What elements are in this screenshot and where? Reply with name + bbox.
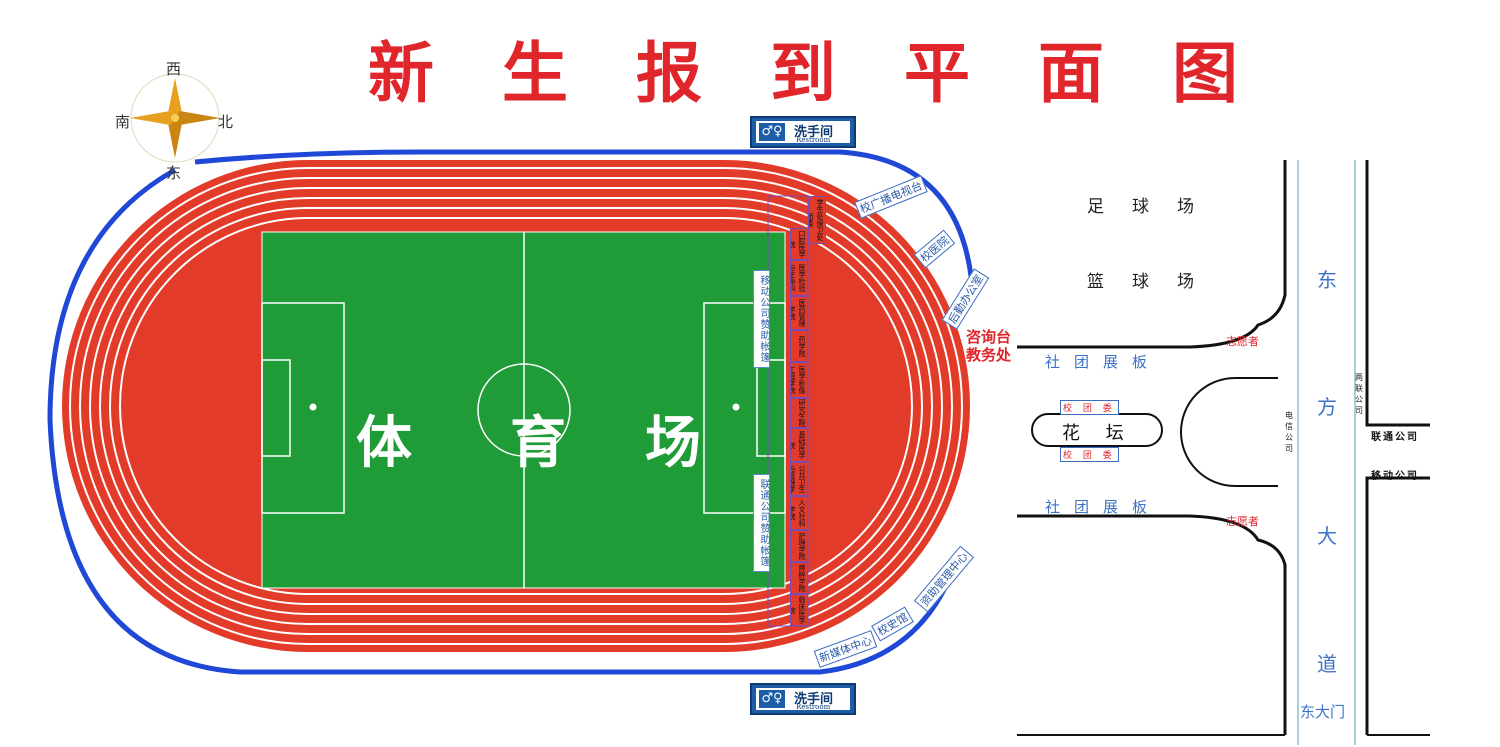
title-char: 新 bbox=[368, 34, 434, 112]
telecom-char: 信 bbox=[1285, 422, 1293, 431]
stall: 研究生院 bbox=[790, 398, 808, 428]
unicom-sponsor-tent: 联通公司赞助帐篷 bbox=[753, 474, 770, 572]
field-label-2: 育 bbox=[510, 411, 566, 476]
compass-east: 东 bbox=[166, 164, 182, 182]
restroom-icon: ♂♀ bbox=[759, 123, 785, 141]
compass-rose-icon bbox=[130, 73, 220, 163]
youth-league-bottom: 校 团 委 bbox=[1060, 447, 1119, 462]
road-char: 大 bbox=[1317, 524, 1337, 548]
football-field-label: 足球场 bbox=[1087, 197, 1222, 217]
youth-league-top: 校 团 委 bbox=[1060, 400, 1119, 415]
east-gate-label: 东大门 bbox=[1300, 703, 1346, 721]
title-char: 图 bbox=[1172, 34, 1238, 112]
flower-bed-label: 花 坛 bbox=[1062, 423, 1134, 444]
telecom-company-label: 电 信 公 司 bbox=[1284, 410, 1294, 454]
telecom-char: 电 bbox=[1285, 411, 1293, 420]
info-desk-label: 咨询台 bbox=[966, 328, 1012, 346]
restroom-top: ♂♀ 洗手间 Restroom bbox=[750, 116, 856, 148]
restroom-icon: ♂♀ bbox=[759, 690, 785, 708]
field-label-3: 场 bbox=[645, 411, 701, 476]
mobile-sponsor-tent: 移动公司赞助帐篷 bbox=[753, 270, 770, 368]
bank-char: 公 bbox=[1355, 395, 1363, 404]
telecom-char: 公 bbox=[1285, 433, 1293, 442]
stadium-outer-boundary-bottom bbox=[47, 167, 958, 675]
club-boards-bottom: 社团展板 bbox=[1045, 498, 1162, 516]
volunteer-top: 志愿者 bbox=[1226, 335, 1259, 348]
stall: 基础医学院 bbox=[790, 428, 808, 462]
compass-west: 西 bbox=[166, 60, 182, 78]
restroom-sub: Restroom bbox=[796, 703, 831, 711]
stall: 临床医学院 bbox=[790, 594, 808, 626]
plaza-semicircle bbox=[1180, 377, 1278, 487]
road-char: 方 bbox=[1317, 395, 1337, 419]
compass-south: 南 bbox=[115, 113, 131, 131]
road-char: 东 bbox=[1317, 268, 1337, 292]
stall: 药学院 bbox=[790, 330, 808, 362]
title-char: 平 bbox=[904, 34, 970, 112]
stall: 公共卫生与管理学院 bbox=[790, 462, 808, 496]
road-char: 道 bbox=[1317, 652, 1337, 676]
road-lane-lines bbox=[1297, 160, 1356, 745]
restroom-label: 洗手间 bbox=[794, 125, 834, 140]
stall: 医药管理学院 bbox=[790, 296, 808, 330]
restroom-sub: Restroom bbox=[796, 136, 831, 144]
mobile-company-label: 移动公司 bbox=[1371, 471, 1419, 482]
stall: 麻醉学院 bbox=[790, 562, 808, 594]
stall: 医学检验与生命科学院 bbox=[790, 260, 808, 296]
title-char: 报 bbox=[636, 34, 702, 112]
stadium-outer-boundary bbox=[194, 149, 975, 286]
volunteer-bottom: 志愿者 bbox=[1226, 515, 1259, 528]
field-label-1: 体 bbox=[356, 411, 412, 476]
title-char: 面 bbox=[1038, 34, 1104, 112]
stall: 学生处保卫处团委 bbox=[808, 196, 826, 244]
bank-char: 司 bbox=[1355, 406, 1363, 415]
academic-affairs-label: 教务处 bbox=[966, 346, 1012, 364]
bank-char: 联 bbox=[1355, 384, 1363, 393]
compass-north: 北 bbox=[218, 113, 234, 131]
bank-char: 两 bbox=[1355, 373, 1363, 382]
stall: 口腔医学院 bbox=[790, 228, 808, 260]
title-char: 生 bbox=[502, 34, 568, 112]
stall: 医学影像工程学院 bbox=[790, 362, 808, 398]
restroom-label: 洗手间 bbox=[794, 692, 834, 707]
telecom-char: 司 bbox=[1285, 444, 1293, 453]
restroom-bottom: ♂♀ 洗手间 Restroom bbox=[750, 683, 856, 715]
unicom-company-label: 联通公司 bbox=[1371, 432, 1419, 443]
club-boards-top: 社团展板 bbox=[1045, 353, 1162, 371]
track-lane-lines bbox=[69, 167, 963, 645]
roads bbox=[1017, 160, 1430, 736]
bank-company-label: 两 联 公 司 bbox=[1354, 372, 1364, 416]
title-char: 到 bbox=[770, 34, 836, 112]
info-desk: 咨询台 教务处 bbox=[966, 328, 1011, 364]
basketball-court-label: 篮球场 bbox=[1087, 272, 1222, 292]
stall: 护理学院 bbox=[790, 530, 808, 562]
stall: 人文社科学院 bbox=[790, 496, 808, 530]
